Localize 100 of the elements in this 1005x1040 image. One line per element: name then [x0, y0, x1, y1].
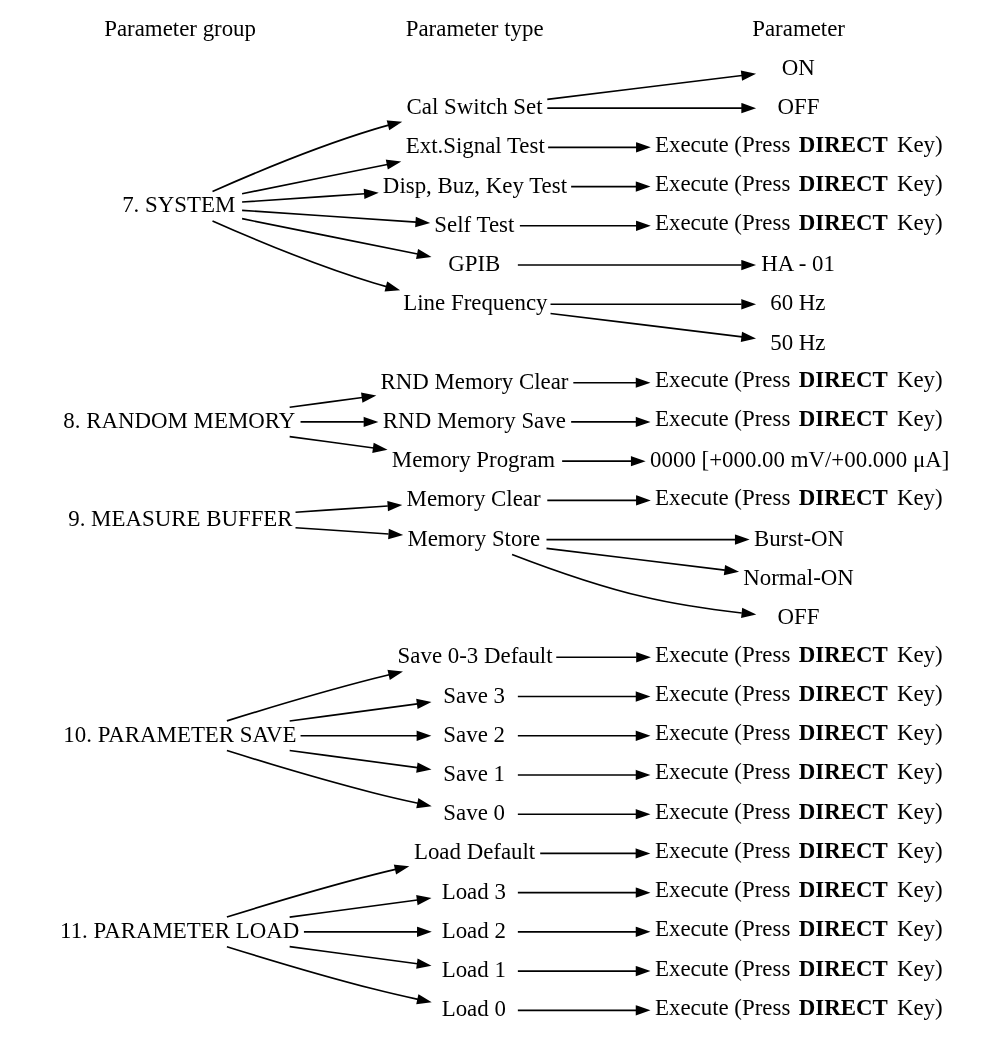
arrow [288, 698, 431, 722]
node-text: 8. RANDOM MEMORY [62, 407, 295, 433]
arrow [545, 102, 756, 114]
arrow [510, 553, 756, 619]
arrow [516, 730, 650, 741]
node-text: Execute (Press DIRECT Key) [654, 367, 943, 393]
arrow [288, 392, 376, 409]
arrow [294, 526, 403, 540]
arrow [554, 652, 651, 663]
node-text: Execute (Press DIRECT Key) [654, 210, 943, 236]
arrow [516, 1005, 650, 1016]
node-text: Line Frequency [402, 290, 547, 316]
node-text: Execute (Press DIRECT Key) [654, 406, 943, 432]
node-text: Save 1 [442, 761, 505, 787]
arrow [299, 416, 378, 428]
node-text: Memory Program [391, 447, 555, 473]
node-text: 0000 [+000.00 mV/+00.000 μA] [649, 447, 949, 473]
node-text: RND Memory Save [382, 407, 566, 433]
node-text: 11. PARAMETER LOAD [59, 917, 299, 943]
node-text: Execute (Press DIRECT Key) [654, 994, 943, 1020]
arrow [516, 965, 650, 977]
arrow [545, 70, 756, 101]
arrow [288, 749, 431, 773]
node-text: Save 0-3 Default [397, 643, 553, 669]
arrow [546, 142, 651, 153]
arrow [545, 534, 750, 545]
arrow [288, 945, 431, 969]
arrow [516, 259, 756, 271]
node-text: Execute (Press DIRECT Key) [654, 680, 943, 706]
label: Parameter type [405, 15, 544, 41]
node-text: Memory Store [406, 525, 540, 551]
node-text: Save 3 [442, 682, 505, 708]
node-text: Ext.Signal Test [405, 133, 545, 159]
node-text: Load 3 [441, 878, 506, 904]
arrow [302, 926, 432, 938]
node-text: OFF [777, 94, 820, 120]
node-text: RND Memory Clear [379, 368, 568, 394]
node-text: 7. SYSTEM [121, 192, 235, 218]
arrow [240, 217, 431, 259]
arrow [569, 416, 650, 428]
node-text: Execute (Press DIRECT Key) [654, 955, 943, 981]
node-text: Execute (Press DIRECT Key) [654, 877, 943, 903]
node-text: 10. PARAMETER SAVE [62, 721, 297, 747]
node-text: Execute (Press DIRECT Key) [654, 759, 943, 785]
node-text: Burst-ON [753, 525, 844, 551]
arrow [288, 435, 388, 453]
arrow [240, 159, 401, 195]
label: Parameter group [103, 15, 256, 41]
node-text: Execute (Press DIRECT Key) [654, 798, 943, 824]
node-text: 50 Hz [769, 329, 826, 355]
arrow [549, 312, 756, 342]
node-text: Execute (Press DIRECT Key) [654, 131, 943, 157]
arrow [545, 495, 651, 506]
arrow [560, 456, 646, 467]
node-text: Execute (Press DIRECT Key) [654, 641, 943, 667]
node-text: Execute (Press DIRECT Key) [654, 484, 943, 510]
node-text: Save 0 [442, 800, 505, 826]
node-text: GPIB [447, 251, 500, 277]
node-text: Memory Clear [406, 486, 541, 512]
arrow [518, 220, 651, 231]
node-text: HA - 01 [760, 251, 835, 277]
node-text: Self Test [433, 211, 514, 237]
arrow [516, 769, 650, 781]
arrow [240, 209, 430, 228]
arrow [545, 547, 739, 576]
arrow [225, 864, 409, 918]
node-text: Execute (Press DIRECT Key) [654, 837, 943, 863]
arrow [516, 691, 650, 702]
arrow [225, 945, 432, 1005]
arrow [225, 749, 432, 809]
node-text: Save 2 [442, 721, 505, 747]
node-text: Disp, Buz, Key Test [382, 172, 567, 198]
node-text: Execute (Press DIRECT Key) [654, 720, 943, 746]
arrow [516, 887, 650, 898]
node-text: 60 Hz [769, 290, 826, 316]
node-text: Load 1 [441, 957, 506, 983]
node-text: Execute (Press DIRECT Key) [654, 916, 943, 942]
node-text: Cal Switch Set [406, 94, 543, 120]
node-text: OFF [777, 604, 820, 630]
arrow [299, 730, 431, 741]
node-text: Load Default [413, 839, 535, 865]
arrow [516, 926, 650, 938]
arrow [294, 500, 402, 514]
node-text: Execute (Press DIRECT Key) [654, 170, 943, 196]
arrow [240, 188, 379, 203]
arrow [211, 120, 402, 193]
node-text: 9. MEASURE BUFFER [67, 506, 293, 532]
arrow [516, 809, 650, 820]
node-text: ON [781, 54, 815, 80]
node-text: Load 0 [441, 996, 506, 1022]
node-text: Normal-ON [742, 564, 854, 590]
arrow [569, 181, 650, 192]
arrow [549, 299, 756, 310]
arrow [288, 894, 431, 918]
node-text: Load 2 [441, 917, 506, 943]
arrow [572, 377, 650, 388]
arrow [538, 848, 650, 859]
arrow [225, 669, 403, 722]
arrow [211, 220, 400, 292]
label: Parameter [751, 15, 845, 41]
